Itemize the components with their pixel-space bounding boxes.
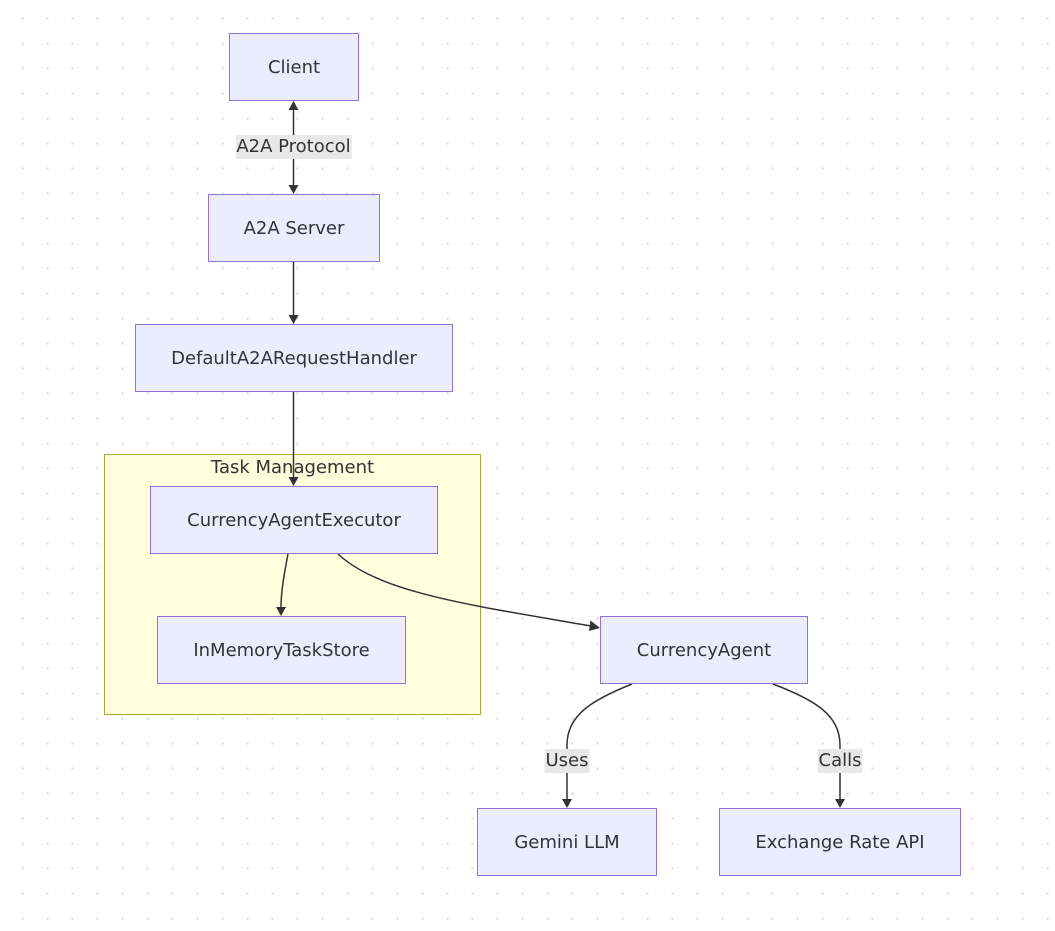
edge-agent-gemini	[566, 683, 633, 799]
node-currency-agent[interactable]: CurrencyAgent	[600, 616, 808, 684]
node-request-handler[interactable]: DefaultA2ARequestHandler	[135, 324, 453, 392]
edge-label-calls: Calls	[817, 749, 863, 773]
arrowhead-gemini	[562, 799, 572, 808]
arrowhead-executor	[288, 477, 299, 486]
arrowhead-down-server	[288, 185, 299, 194]
node-a2a-server[interactable]: A2A Server	[208, 194, 380, 262]
node-client[interactable]: Client	[229, 33, 359, 101]
node-exchange-rate-api[interactable]: Exchange Rate API	[719, 808, 961, 876]
edge-executor-agent	[337, 553, 592, 627]
edge-label-a2a-protocol: A2A Protocol	[235, 135, 352, 159]
arrowhead-up-client	[288, 101, 299, 110]
edge-label-uses: Uses	[544, 749, 590, 773]
arrowhead-exchange	[835, 799, 845, 808]
arrowhead-agent	[589, 620, 600, 631]
node-gemini-llm[interactable]: Gemini LLM	[477, 808, 657, 876]
node-executor[interactable]: CurrencyAgentExecutor	[150, 486, 438, 554]
arrowhead-taskstore	[276, 607, 286, 616]
cluster-title: Task Management	[210, 457, 375, 478]
node-task-store[interactable]: InMemoryTaskStore	[157, 616, 406, 684]
edge-executor-taskstore	[280, 553, 289, 608]
arrowhead-handler	[288, 315, 299, 324]
edge-agent-exchange	[772, 683, 841, 799]
